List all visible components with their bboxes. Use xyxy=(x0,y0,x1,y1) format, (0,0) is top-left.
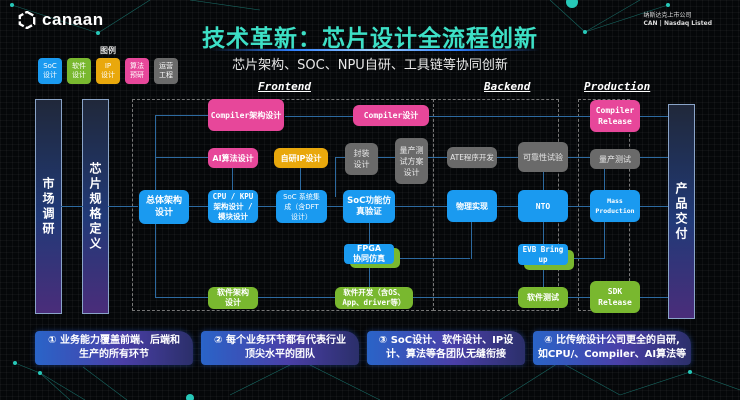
summary-card-4: ④ 比传统设计公司更全的自研, 如CPU/、Compiler、AI算法等 xyxy=(533,331,691,365)
node-compiler-release: Compiler Release xyxy=(590,100,640,132)
node-cpu-kpu-design: CPU / KPU 架构设计 / 模块设计 xyxy=(208,190,258,223)
legend-title: 图例 xyxy=(100,46,116,55)
node-compiler-design: Compiler设计 xyxy=(353,105,429,126)
node-mass-test-plan-design: 量产测 试方案 设计 xyxy=(395,138,428,184)
pillar-product-delivery: 产品交付 xyxy=(668,104,695,319)
connector xyxy=(175,206,668,207)
summary-card-3: ③ SoC设计、软件设计、IP设 计、算法等各团队无缝衔接 xyxy=(367,331,525,365)
node-sdk-release: SDK Release xyxy=(590,281,640,313)
node-software-test: 软件测试 xyxy=(518,287,568,308)
page-subtitle: 芯片架构、SOC、NPU自研、工具链等协同创新 xyxy=(232,58,508,73)
logo-hexagon-icon xyxy=(18,11,36,29)
listing-cn: 纳斯达克上市公司 xyxy=(643,12,692,19)
node-nto: NTO xyxy=(518,190,568,222)
phase-frontend-label: Frontend xyxy=(258,80,311,93)
page-title: 技术革新：芯片设计全流程创新 xyxy=(202,26,538,52)
node-fpga-cosimulation: FPGA 协同仿真 xyxy=(344,244,394,264)
node-own-ip-design: 自研IP设计 xyxy=(274,148,328,168)
node-mass-production: Mass Production xyxy=(590,190,640,222)
connector xyxy=(155,115,209,116)
legend-software-design: 软件设计 xyxy=(67,58,91,84)
connector xyxy=(390,258,470,259)
phase-production-label: Production xyxy=(584,80,651,93)
connector xyxy=(335,157,668,158)
node-physical-implementation: 物理实现 xyxy=(447,190,497,222)
node-compiler-architecture: Compiler架构设计 xyxy=(208,99,284,131)
node-evb-bring-up: EVB Bring up xyxy=(518,244,568,265)
node-ai-algorithm-design: AI算法设计 xyxy=(208,148,258,168)
node-overall-architecture: 总体架构 设计 xyxy=(139,190,189,224)
connector xyxy=(471,222,472,259)
connector xyxy=(543,160,544,298)
connector xyxy=(155,157,209,158)
connector xyxy=(285,116,668,117)
connector xyxy=(335,157,336,197)
legend-algorithm-research: 算法预研 xyxy=(125,58,149,84)
legend-operations-engineering: 运营工程 xyxy=(154,58,178,84)
node-mass-production-test: 量产测试 xyxy=(590,149,640,169)
connector xyxy=(232,166,233,190)
company-logo: canaan xyxy=(18,10,104,30)
phase-backend-label: Backend xyxy=(484,80,531,93)
node-ate-program-development: ATE程序开发 xyxy=(447,147,497,168)
connector xyxy=(108,206,138,207)
summary-card-1: ① 业务能力覆盖前端、后端和 生产的所有环节 xyxy=(35,331,193,365)
node-reliability-test: 可靠性试验 xyxy=(518,142,568,172)
title-underline-glow xyxy=(210,49,540,51)
node-software-development: 软件开发（含OS、 App、driver等） xyxy=(335,287,413,309)
node-package-design: 封装 设计 xyxy=(345,143,378,175)
node-software-architecture: 软件架构 设计 xyxy=(208,287,258,309)
connector xyxy=(61,206,83,207)
logo-text: canaan xyxy=(42,10,104,29)
pillar-market-research: 市场调研 xyxy=(35,99,62,314)
listing-en: CAN | Nasdaq Listed xyxy=(643,20,713,27)
connector xyxy=(557,258,605,259)
summary-card-2: ② 每个业务环节都有代表行业 顶尖水平的团队 xyxy=(201,331,359,365)
listing-info: 纳斯达克上市公司 CAN | Nasdaq Listed xyxy=(644,12,713,28)
pillar-chip-spec: 芯片规格定义 xyxy=(82,99,109,314)
connector xyxy=(300,166,301,190)
node-soc-integration: SoC 系统集 成（含DFT 设计） xyxy=(276,190,327,223)
node-soc-function-verification: SoC功能仿 真验证 xyxy=(343,190,395,223)
